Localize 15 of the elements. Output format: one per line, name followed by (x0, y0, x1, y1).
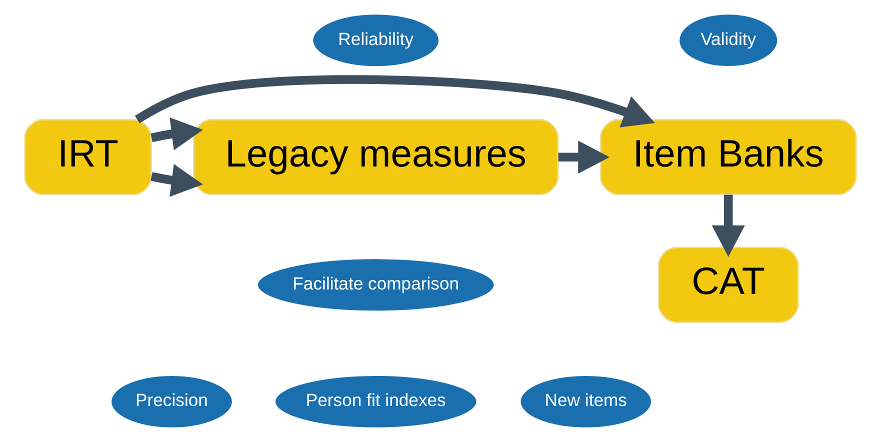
node-ellipse: Precision (110, 374, 233, 429)
node-box: Item Banks (599, 118, 856, 196)
node-ellipse: New items (518, 374, 652, 429)
node-box: CAT (657, 246, 798, 324)
arrow (150, 117, 203, 150)
node-ellipse: Validity (678, 13, 778, 68)
node-ellipse: Reliability (311, 13, 440, 68)
node-box: IRT (24, 118, 152, 196)
arrow (150, 164, 203, 197)
node-ellipse: Facilitate comparison (256, 258, 495, 312)
arrow (558, 140, 610, 174)
arrow (134, 75, 654, 128)
node-ellipse: Person fit indexes (273, 374, 478, 429)
node-box: Legacy measures (192, 118, 558, 196)
arrow (711, 194, 744, 257)
